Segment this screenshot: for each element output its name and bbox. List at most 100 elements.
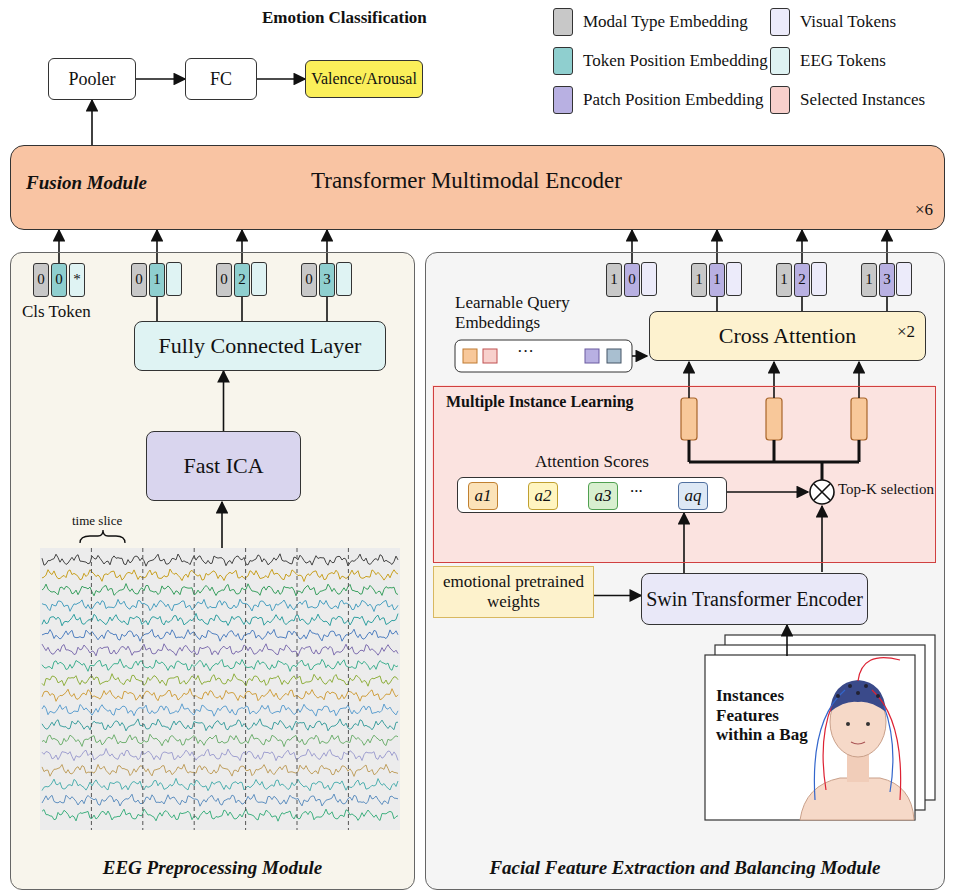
connector: [136, 78, 185, 80]
connector: [156, 297, 158, 321]
instance-card: Instances Features within a Bag: [706, 656, 916, 821]
token-cell: 0: [301, 263, 317, 297]
eeg-trace: [42, 749, 398, 761]
eeg-trace: [42, 674, 398, 687]
query-square: [463, 349, 477, 363]
repeat-count: ×6: [915, 200, 933, 220]
token-cell: 1: [149, 263, 165, 297]
token-cell: [726, 262, 742, 296]
annotation: Learnable Query Embeddings: [455, 293, 615, 332]
eeg-trace: [42, 809, 398, 821]
annotation: Top-K selection: [838, 481, 934, 498]
connector: [801, 297, 803, 311]
eeg-trace: [42, 584, 398, 596]
token-cell: [641, 262, 657, 296]
node-text: aq: [685, 486, 702, 506]
token-cell: 3: [879, 263, 895, 297]
node-text: Instances Features within a Bag: [716, 686, 828, 745]
token-cell: [336, 262, 352, 296]
slice-divider: [245, 548, 246, 830]
node-text: a1: [475, 486, 492, 506]
node-text: 0: [220, 271, 228, 288]
selected-instances: [681, 398, 867, 440]
query-square: [607, 349, 621, 363]
token-cell: 3: [319, 263, 335, 297]
connector: [716, 230, 718, 263]
ellipsis: ...: [630, 477, 643, 497]
mil-panel: Multiple Instance LearningAttention Scor…: [433, 386, 936, 563]
node-text: Swin Transformer Encoder: [646, 588, 863, 611]
legend-text: EEG Tokens: [800, 51, 886, 71]
node-text: 2: [798, 271, 806, 288]
eeg-panel-fill: [10, 252, 415, 890]
node-text: 1: [713, 271, 721, 288]
connector: [886, 230, 888, 263]
eeg-trace: [42, 778, 398, 790]
token-cell: 0: [216, 263, 232, 297]
eeg-waveforms: [42, 548, 398, 830]
connector: [58, 230, 60, 263]
node-text: 3: [883, 271, 891, 288]
slice-divider: [348, 548, 349, 830]
process-box: Fully Connected Layer: [134, 321, 386, 371]
eeg-trace: [42, 794, 398, 806]
module-panel: Facial Feature Extraction and Balancing …: [425, 252, 945, 890]
node-text: Fast ICA: [183, 453, 263, 478]
score-cell: a2: [528, 482, 558, 510]
slice-divider: [194, 548, 195, 830]
eeg-trace: [42, 554, 398, 566]
node-text: Attention Scores: [458, 452, 726, 472]
connector: [326, 230, 328, 263]
module-panel: EEG Preprocessing Module Fully Connected …: [10, 252, 415, 890]
connector: [886, 297, 888, 311]
node-text: *: [73, 271, 81, 288]
legend-text: Token Position Embedding: [583, 51, 768, 71]
legend-swatch: [553, 47, 573, 75]
token-cell: 0: [51, 263, 67, 297]
eeg-trace: [42, 613, 398, 625]
score-cell: a1: [468, 482, 498, 510]
token-cell: *: [69, 263, 85, 297]
eeg-trace: [42, 659, 398, 672]
instance-arrows: [689, 362, 859, 572]
legend-swatch: [770, 8, 790, 36]
node-text: a2: [535, 486, 552, 506]
connector: [326, 297, 328, 321]
query-to-attention-arrow: [632, 355, 647, 357]
eeg-trace: [42, 689, 398, 702]
connector: [257, 78, 305, 80]
node-text: 1: [153, 271, 161, 288]
node-text: Fully Connected Layer: [159, 333, 362, 358]
token-cell: 1: [709, 263, 725, 297]
legend-text: Visual Tokens: [800, 12, 896, 32]
node-text: 0: [135, 271, 143, 288]
module-title: EEG Preprocessing Module: [11, 857, 414, 879]
eeg-trace: [42, 719, 398, 731]
section-title: Emotion Classification: [262, 8, 427, 28]
repeat-count: ×2: [897, 322, 915, 342]
eeg-trace: [42, 629, 398, 641]
token-cell: [896, 262, 912, 296]
legend-swatch: [553, 86, 573, 114]
token-cell: [811, 262, 827, 296]
connector: [156, 230, 158, 263]
waveform-area: [40, 548, 400, 830]
score-cell: a3: [588, 482, 618, 510]
connector: [683, 513, 685, 573]
node-text: emotional pretrained weights: [434, 572, 593, 611]
connector: [801, 230, 803, 263]
token-cell: [251, 262, 267, 296]
node-text: 0: [628, 271, 636, 288]
node-text: 2: [238, 271, 246, 288]
eeg-trace: [42, 644, 398, 656]
node-text: Transformer Multimodal Encoder: [311, 168, 622, 194]
face-panel-fill: [425, 252, 945, 890]
module-title: Fusion Module: [26, 172, 147, 194]
node-text: 0: [37, 271, 45, 288]
node-text: 1: [695, 271, 703, 288]
node-text: 3: [323, 271, 331, 288]
output-box: Valence/Arousal: [305, 60, 423, 98]
eeg-trace: [42, 734, 398, 746]
